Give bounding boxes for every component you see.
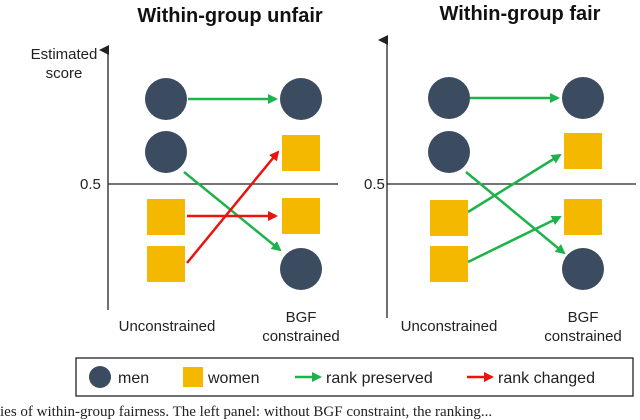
arrow-rank-preserved [183, 171, 282, 252]
woman-node [430, 200, 468, 236]
legend-changed-label: rank changed [498, 370, 595, 387]
legend-women-icon [183, 367, 203, 387]
x-label-right-line2: constrained [262, 328, 340, 345]
panel-title: Within-group unfair [137, 5, 323, 27]
woman-node [430, 246, 468, 282]
arrow-rank-preserved [467, 215, 562, 264]
woman-node [564, 133, 602, 169]
threshold-label: 0.5 [80, 176, 101, 193]
x-label-right-line1: BGF [286, 309, 317, 326]
man-node [562, 77, 604, 119]
y-axis-label-line1: Estimated [31, 46, 98, 63]
x-label-left: Unconstrained [119, 318, 216, 335]
panel-fair: Within-group fair 0.5 Unconstrained BGF … [364, 3, 636, 345]
y-axis-label-line2: score [46, 65, 83, 82]
man-node [562, 248, 604, 290]
woman-node [147, 246, 185, 282]
arrow-rank-preserved [467, 153, 562, 214]
man-node [428, 77, 470, 119]
legend-men-icon [89, 366, 111, 388]
legend: men women rank preserved rank changed [75, 357, 634, 397]
man-node [280, 248, 322, 290]
legend-women-label: women [207, 370, 260, 387]
man-node [145, 78, 187, 120]
woman-node [564, 199, 602, 235]
figure-caption: ies of within-group fairness. The left p… [0, 404, 493, 420]
woman-node [147, 199, 185, 235]
legend-men-label: men [118, 370, 149, 387]
woman-node [282, 135, 320, 171]
arrow-rank-changed [186, 150, 280, 264]
man-node [428, 131, 470, 173]
x-label-right-line1: BGF [568, 309, 599, 326]
woman-node [282, 198, 320, 234]
legend-box [75, 357, 634, 397]
man-node [280, 78, 322, 120]
panel-title: Within-group fair [440, 3, 601, 25]
panel-unfair: Within-group unfair Estimated score 0.5 … [31, 5, 340, 345]
man-node [145, 131, 187, 173]
fairness-diagram: Within-group unfair Estimated score 0.5 … [31, 3, 636, 397]
arrow-rank-preserved [465, 171, 566, 255]
x-label-right-line2: constrained [544, 328, 622, 345]
legend-preserved-label: rank preserved [326, 370, 433, 387]
x-label-left: Unconstrained [401, 318, 498, 335]
threshold-label: 0.5 [364, 176, 385, 193]
